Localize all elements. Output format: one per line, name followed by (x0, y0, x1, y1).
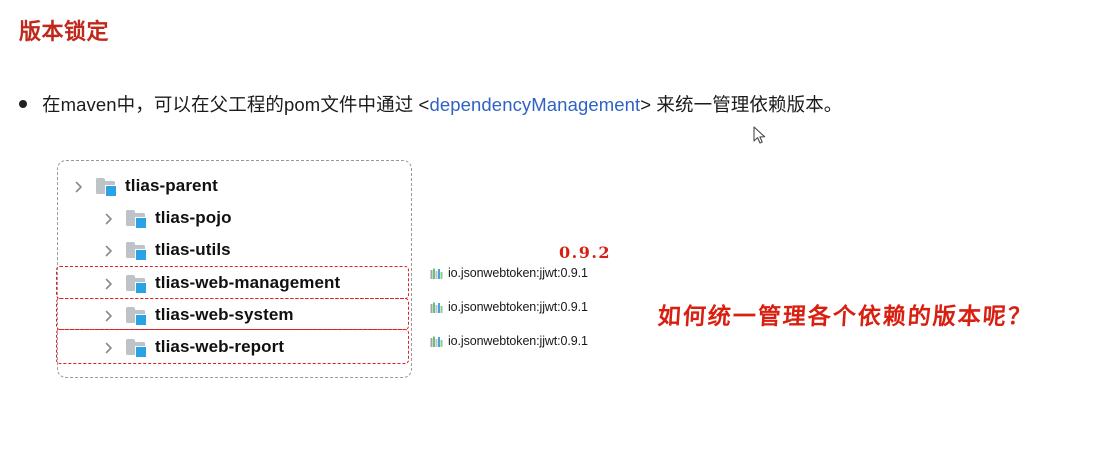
library-bars-icon (430, 267, 443, 280)
chevron-right-icon[interactable] (102, 212, 116, 226)
tree-item-label: tlias-pojo (155, 208, 232, 227)
maven-module-folder-icon (126, 274, 148, 294)
dependency-row[interactable]: io.jsonwebtoken:jjwt:0.9.1 (430, 298, 588, 316)
maven-module-folder-icon (126, 209, 148, 229)
maven-module-folder-icon (126, 241, 148, 261)
tree-row-tlias-web-management[interactable]: tlias-web-management (102, 268, 340, 298)
chevron-right-icon[interactable] (102, 309, 116, 323)
tree-row-tlias-web-system[interactable]: tlias-web-system (102, 300, 294, 330)
bullet-paragraph: 在maven中，可以在父工程的pom文件中通过 < dependencyMana… (19, 93, 842, 117)
tree-item-label: tlias-web-system (155, 305, 294, 324)
tree-row-tlias-web-report[interactable]: tlias-web-report (102, 332, 284, 362)
chevron-right-icon[interactable] (102, 341, 116, 355)
project-tree-panel: tlias-parent tlias-pojo tlias-utils tlia… (56, 160, 412, 378)
tree-row-tlias-pojo[interactable]: tlias-pojo (102, 203, 232, 233)
chevron-right-icon[interactable] (72, 180, 86, 194)
maven-module-folder-icon (126, 338, 148, 358)
dependency-management-tag: dependencyManagement (429, 94, 641, 115)
bullet-dot-icon (19, 100, 27, 108)
dependency-label: io.jsonwebtoken:jjwt:0.9.1 (448, 266, 588, 280)
bullet-text-before: 在maven中，可以在父工程的pom文件中通过 < (42, 94, 430, 115)
bullet-text-after: > 来统一管理依赖版本。 (640, 94, 843, 115)
tree-item-label: tlias-web-management (155, 273, 341, 292)
chevron-right-icon[interactable] (102, 244, 116, 258)
version-annotation: 0.9.2 (559, 243, 612, 262)
question-annotation: 如何统一管理各个依赖的版本呢？ (656, 303, 1034, 330)
chevron-right-icon[interactable] (102, 277, 116, 291)
mouse-pointer-icon (753, 126, 767, 145)
page-title: 版本锁定 (19, 19, 110, 44)
maven-module-folder-icon (96, 177, 118, 197)
tree-item-label: tlias-parent (125, 176, 218, 195)
maven-module-folder-icon (126, 306, 148, 326)
dependency-label: io.jsonwebtoken:jjwt:0.9.1 (448, 334, 588, 348)
dependency-label: io.jsonwebtoken:jjwt:0.9.1 (448, 300, 588, 314)
tree-row-tlias-utils[interactable]: tlias-utils (102, 235, 231, 265)
tree-row-tlias-parent[interactable]: tlias-parent (72, 171, 218, 201)
dependency-row[interactable]: io.jsonwebtoken:jjwt:0.9.1 (430, 264, 588, 282)
dependency-list: io.jsonwebtoken:jjwt:0.9.1 io.jsonwebtok… (430, 264, 588, 366)
dependency-row[interactable]: io.jsonwebtoken:jjwt:0.9.1 (430, 332, 588, 350)
library-bars-icon (430, 335, 443, 348)
tree-item-label: tlias-web-report (155, 337, 285, 356)
tree-item-label: tlias-utils (155, 240, 231, 259)
library-bars-icon (430, 301, 443, 314)
